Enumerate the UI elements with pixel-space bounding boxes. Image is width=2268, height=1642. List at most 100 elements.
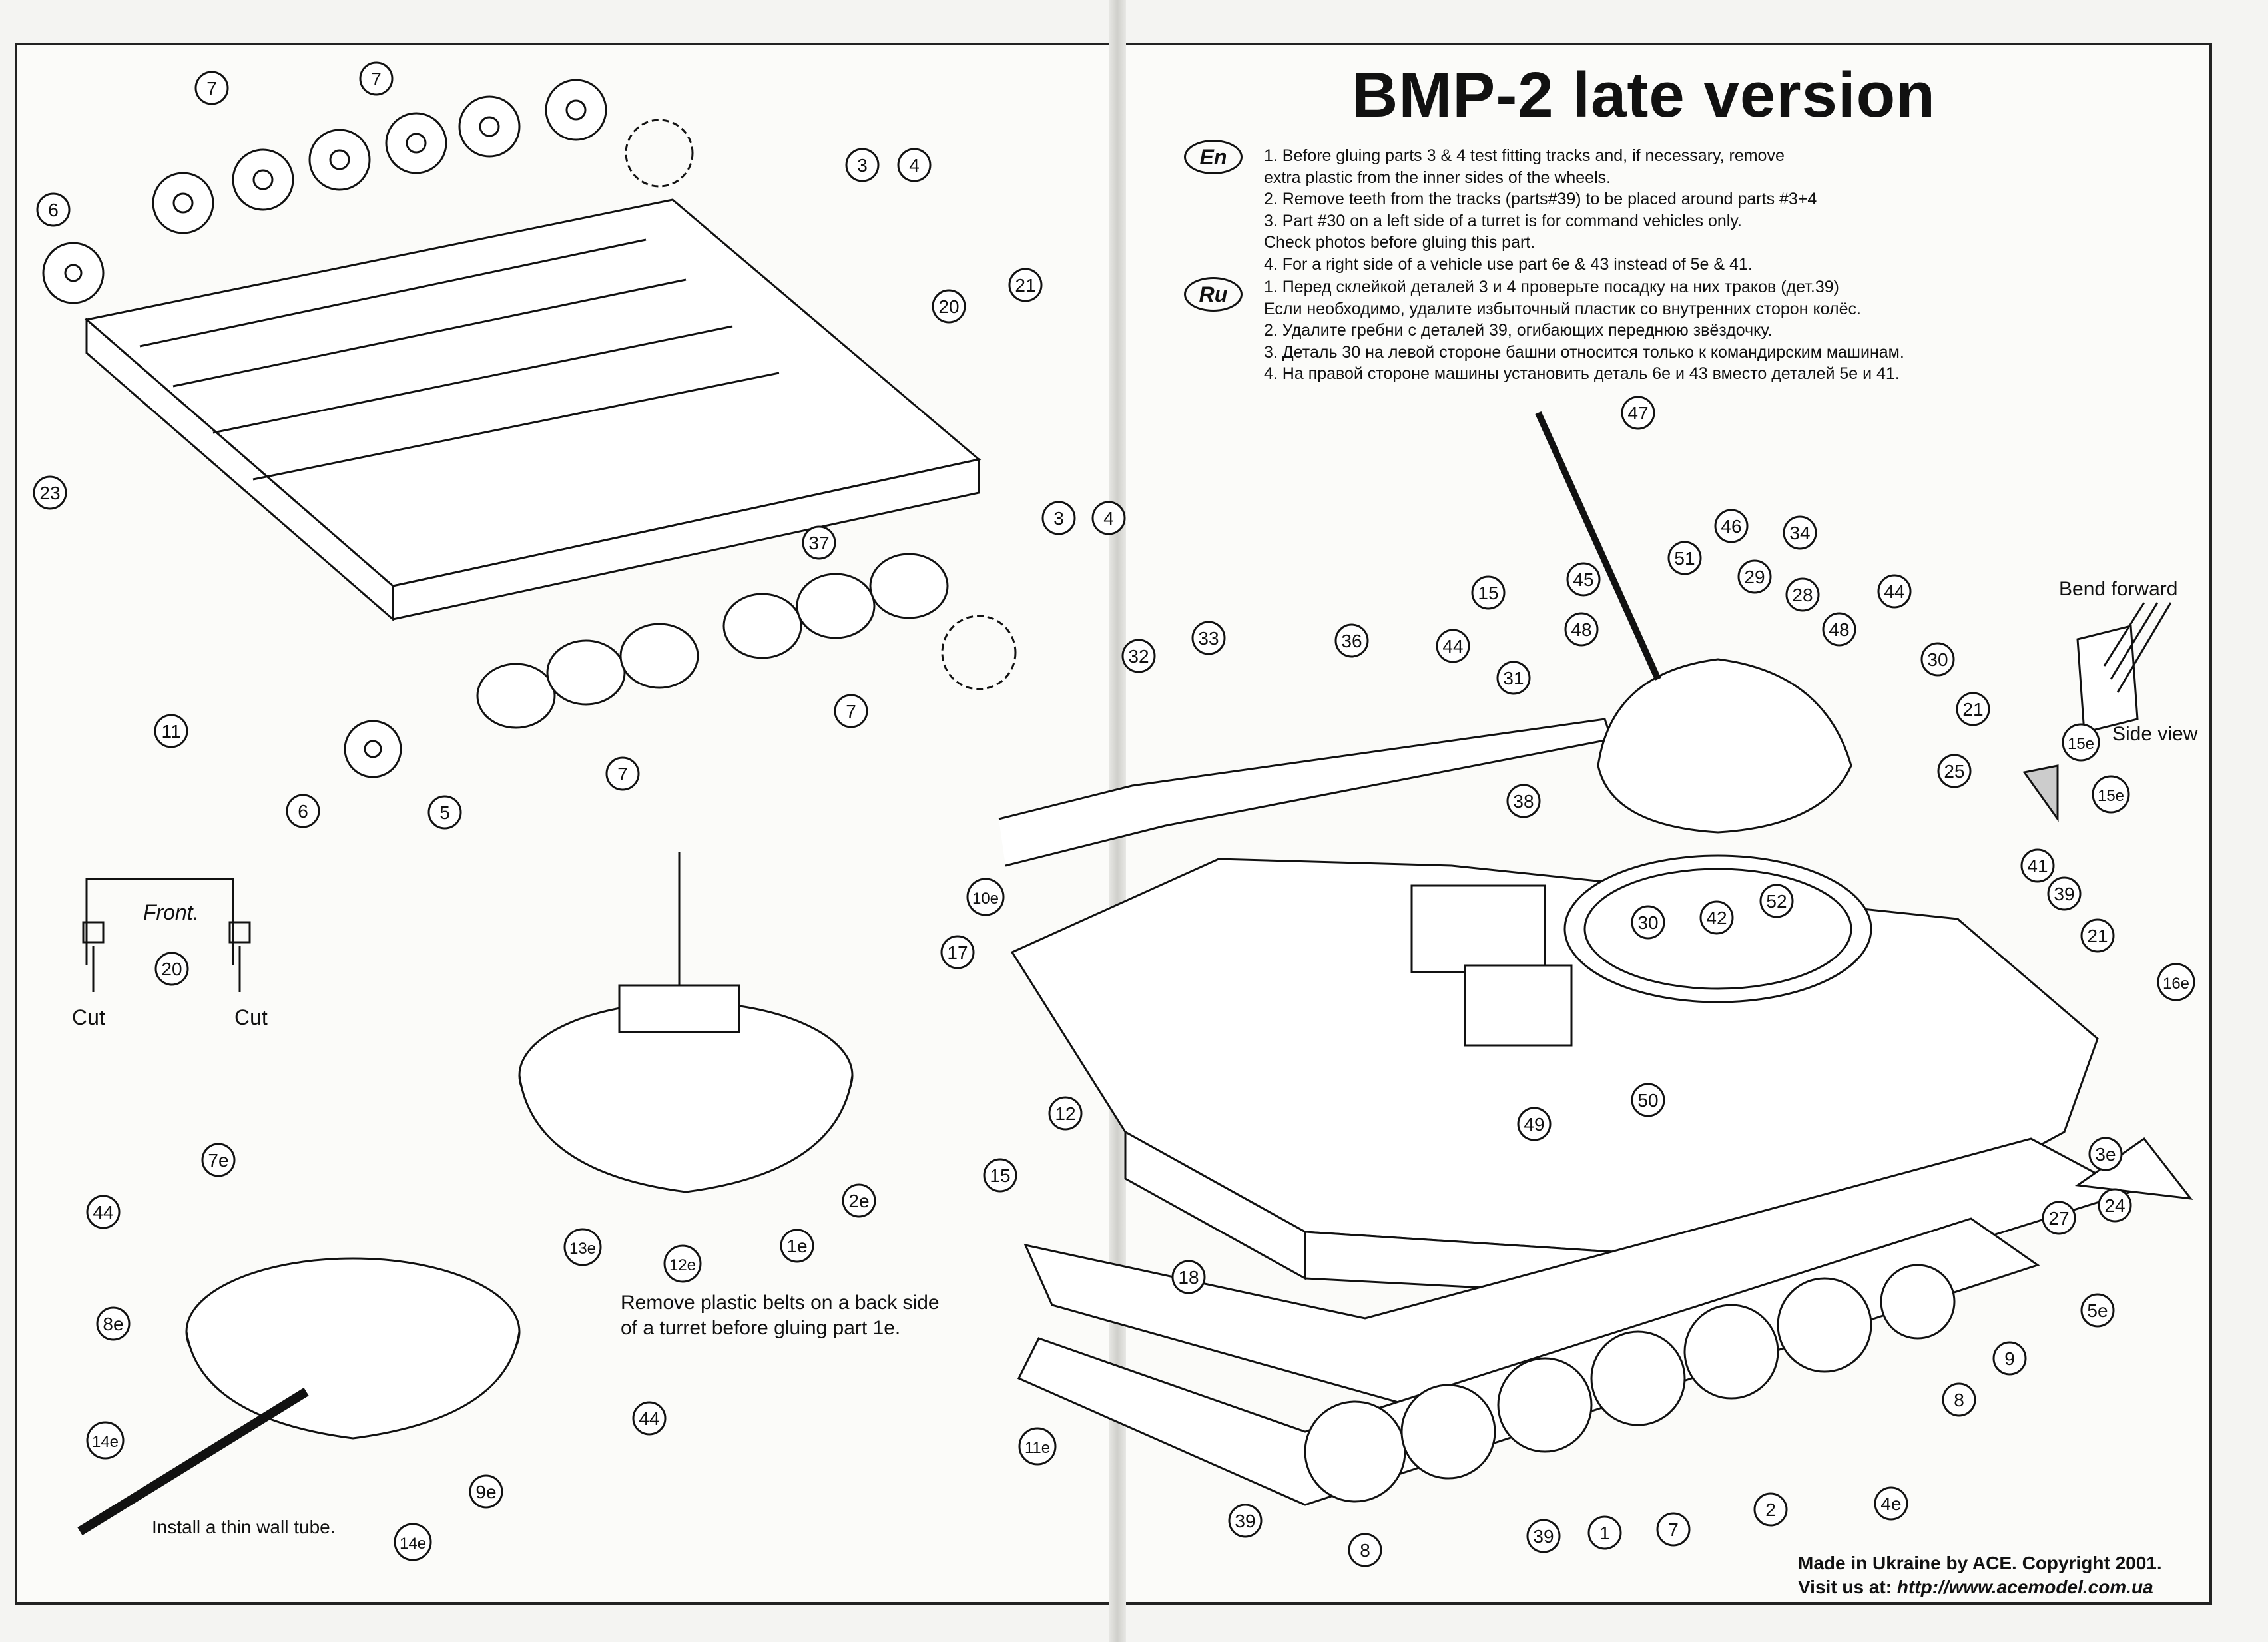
callout-number: 17 [947, 942, 968, 963]
road-wheels-lower [344, 553, 1017, 778]
callout-circle [1920, 642, 1955, 677]
callout-bubble: 14e [394, 1523, 432, 1561]
callout-circle [1714, 509, 1749, 543]
callout-number: 15e [2068, 735, 2094, 753]
callout-number: 4 [909, 155, 920, 176]
callout-circle [834, 694, 868, 728]
callout-bubble: 2 [1753, 1492, 1788, 1527]
callout-bubble: 30 [1631, 905, 1665, 940]
callout-circle [2020, 848, 2055, 883]
callout-circle [1566, 562, 1601, 597]
callout-bubble: 4 [897, 148, 932, 182]
callout-bubble: 48 [1564, 612, 1599, 647]
callout-number: 31 [1503, 668, 1524, 688]
callout-circle [1785, 577, 1820, 612]
callout-bubble: 24 [2098, 1188, 2132, 1223]
callout-circle [1091, 501, 1126, 535]
callout-bubble: 9e [469, 1474, 503, 1509]
callout-circle [1667, 541, 1702, 575]
callout-circle [469, 1474, 503, 1509]
callout-number: 5e [2087, 1300, 2108, 1321]
callout-number: 15 [1478, 583, 1498, 603]
callout-circle [2047, 876, 2082, 911]
callout-circle [2062, 723, 2100, 762]
callout-bubble: 6 [286, 794, 320, 828]
callout-circle [286, 794, 320, 828]
callout-number: 21 [2087, 926, 2108, 946]
callout-number: 5 [439, 802, 450, 823]
callout-circle [1471, 575, 1506, 610]
callout-bubble: 37 [802, 525, 836, 560]
callout-number: 18 [1178, 1267, 1199, 1288]
callout-number: 13e [569, 1240, 596, 1258]
callout-circle [780, 1229, 814, 1263]
callout-circle [1737, 559, 1772, 594]
callout-number: 38 [1513, 791, 1534, 812]
callout-bubble: 8 [1348, 1533, 1382, 1567]
callout-circle [194, 71, 229, 105]
callout-circle [154, 714, 188, 748]
callout-circle [1631, 1083, 1665, 1117]
callout-circle [2080, 918, 2115, 953]
turret-assembly-small [77, 1257, 521, 1535]
callout-bubble: 36 [1334, 623, 1369, 658]
callout-bubble: 9 [1992, 1341, 2027, 1376]
callout-number: 1e [786, 1236, 807, 1256]
website-line: Visit us at: http://www.acemodel.com.ua [1798, 1577, 2153, 1598]
callout-number: 6 [298, 801, 308, 822]
callout-circle [359, 61, 394, 96]
instruction-line: 4. На правой стороне машины установить д… [1264, 364, 1900, 383]
callout-circle [966, 878, 1005, 916]
callout-number: 1 [1599, 1523, 1610, 1543]
callout-number: 29 [1744, 567, 1765, 587]
callout-circle [1228, 1504, 1263, 1538]
callout-bubble: 23 [33, 475, 67, 510]
callout-circle [632, 1401, 667, 1436]
callout-number: 7 [846, 701, 856, 722]
callout-bubble: 33 [1191, 621, 1226, 655]
callout-circle [605, 756, 640, 791]
callout-number: 3 [1053, 508, 1064, 529]
instructions-ru: 1. Перед склейкой деталей 3 и 4 проверьт… [1264, 276, 1904, 385]
instruction-line: Check photos before gluing this part. [1264, 233, 1536, 252]
callout-circle [1992, 1341, 2027, 1376]
callout-bubble: 11 [154, 714, 188, 748]
callout-circle [1018, 1427, 1057, 1466]
side-view-part-15e [2022, 602, 2172, 822]
callout-number: 33 [1198, 628, 1219, 649]
instruction-line: 3. Деталь 30 на левой стороне башни отно… [1264, 342, 1904, 362]
callout-bubble: 38 [1506, 784, 1541, 818]
callout-number: 39 [1533, 1526, 1554, 1547]
callout-circle [1191, 621, 1226, 655]
website-link[interactable]: http://www.acemodel.com.ua [1896, 1577, 2153, 1597]
callout-number: 36 [1341, 631, 1362, 651]
callout-bubble: 15 [1471, 575, 1506, 610]
callout-circle [427, 795, 462, 830]
callout-number: 39 [2054, 884, 2074, 904]
callout-number: 7 [206, 78, 217, 99]
vehicle-hull-assembly [998, 411, 2193, 1506]
callout-circle [201, 1143, 236, 1177]
callout-number: 9 [2004, 1348, 2015, 1369]
callout-circle [2092, 775, 2130, 814]
callout-bubble: 15e [2062, 723, 2100, 762]
callout-bubble: 7 [834, 694, 868, 728]
callout-number: 20 [938, 296, 959, 317]
callout-bubble: 1e [780, 1229, 814, 1263]
callout-circle [2042, 1201, 2076, 1235]
callout-bubble: 47 [1621, 396, 1655, 430]
callout-number: 2 [1765, 1500, 1776, 1520]
callout-circle [1942, 1382, 1976, 1417]
cut-label-right: Cut [234, 1005, 268, 1029]
callout-circle [1496, 661, 1531, 695]
callout-bubble: 44 [1877, 574, 1912, 609]
callout-number: 2e [848, 1191, 869, 1211]
callout-circle [932, 289, 966, 324]
callout-number: 24 [2104, 1195, 2125, 1216]
callout-bubble: 25 [1937, 754, 1972, 788]
callout-number: 34 [1789, 523, 1810, 543]
callout-circle [1699, 900, 1734, 935]
callout-number: 23 [39, 483, 60, 503]
callout-circle [86, 1195, 121, 1229]
